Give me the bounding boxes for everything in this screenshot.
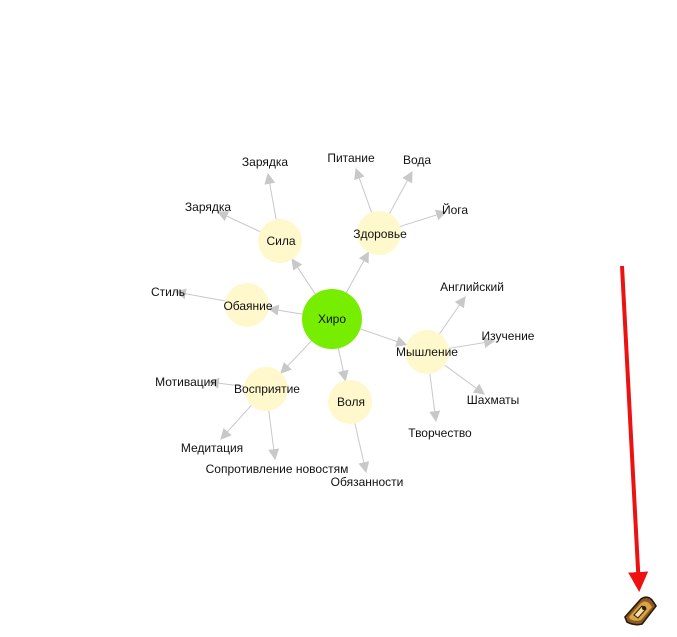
hub-node-label-myshlenie: Мышление (396, 345, 458, 359)
hub-node-volya[interactable] (328, 380, 372, 424)
annotation-red-arrow (620, 265, 649, 592)
leaf-label-myshlenie-2: Шахматы (467, 393, 519, 407)
graph-nodes: Хиро Сила ЗдоровьеОбаяниеМышлениеВосприяти… (151, 151, 535, 489)
edge-myshlenie-leaf-1 (448, 337, 496, 349)
leaf-label-volya-0: Обязанности (331, 475, 404, 489)
hub-node-vospriyatie[interactable] (244, 367, 288, 411)
hub-node-label-sila: Сила (266, 234, 295, 248)
leaf-label-vospriyatie-1: Медитация (181, 441, 243, 455)
hub-node-obayanie[interactable] (225, 283, 269, 327)
edge-sila-leaf-0 (264, 172, 277, 220)
leaf-label-zdorovie-0: Питание (327, 151, 375, 165)
edge-vospriyatie-leaf-2 (268, 410, 280, 461)
leaf-label-zdorovie-2: Йога (442, 202, 468, 217)
edge-myshlenie-leaf-2 (444, 364, 485, 395)
root-node-label: Хиро (318, 312, 346, 326)
leaf-label-vospriyatie-2: Сопротивление новостям (206, 462, 349, 476)
edge-volya-leaf-0 (354, 423, 370, 474)
edge-sila-leaf-1 (217, 211, 261, 233)
edge-root-zdorovie (345, 251, 369, 293)
hub-node-label-volya: Воля (337, 395, 365, 409)
hub-node-zdorovie[interactable] (357, 211, 401, 255)
edge-root-volya (337, 348, 349, 382)
edge-root-myshlenie (360, 328, 408, 347)
leaf-label-zdorovie-1: Вода (403, 153, 431, 167)
edge-root-sila (291, 258, 316, 295)
leaf-label-sila-1: Зарядка (185, 200, 231, 214)
hub-node-label-obayanie: Обаяние (223, 299, 272, 313)
edge-root-vospriyatie (280, 340, 312, 374)
leaf-label-sila-0: Зарядка (242, 155, 288, 169)
edge-zdorovie-leaf-1 (389, 171, 413, 214)
leaf-label-obayanie-0: Стиль (151, 285, 185, 299)
edge-myshlenie-leaf-3 (429, 373, 441, 423)
hub-node-label-vospriyatie: Восприятие (234, 382, 300, 396)
leaf-label-myshlenie-3: Творчество (408, 426, 472, 440)
edge-zdorovie-leaf-0 (354, 167, 373, 213)
hub-node-sila[interactable] (258, 219, 302, 263)
leaf-label-vospriyatie-0: Мотивация (155, 375, 217, 389)
macro-tool-icon[interactable] (621, 591, 659, 629)
edge-vospriyatie-leaf-1 (220, 405, 252, 440)
edge-myshlenie-leaf-0 (439, 296, 466, 335)
root-node[interactable] (302, 289, 362, 349)
hub-node-label-zdorovie: Здоровье (353, 227, 407, 241)
edge-obayanie-leaf-0 (174, 288, 226, 302)
hub-node-myshlenie[interactable] (405, 330, 449, 374)
leaf-label-myshlenie-1: Изучение (482, 329, 535, 343)
edge-vospriyatie-leaf-0 (207, 377, 245, 389)
leaf-label-myshlenie-0: Английский (440, 280, 504, 294)
graph-edges (174, 167, 496, 474)
edge-root-obayanie (267, 304, 303, 316)
edge-zdorovie-leaf-2 (399, 209, 448, 227)
